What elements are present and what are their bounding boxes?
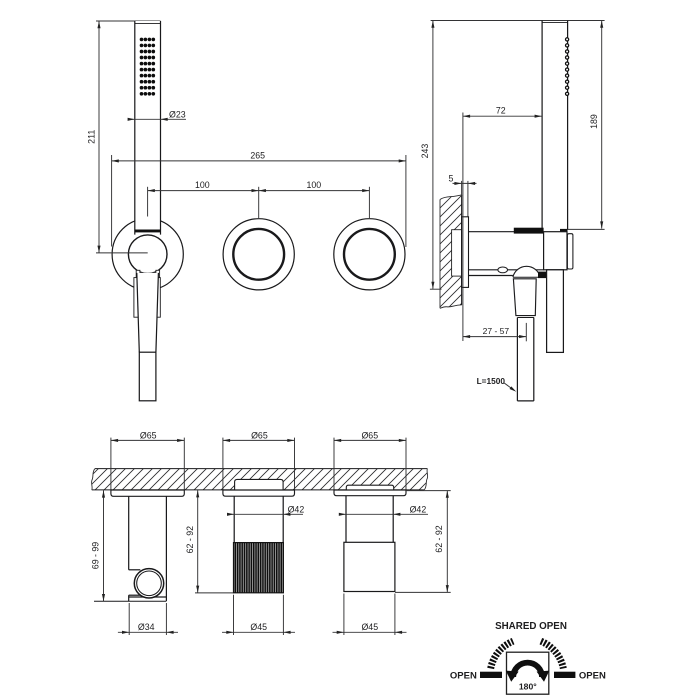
svg-text:72: 72 (496, 105, 506, 115)
svg-text:Ø65: Ø65 (361, 430, 378, 440)
svg-text:62 - 92: 62 - 92 (434, 525, 444, 552)
svg-text:Ø45: Ø45 (361, 622, 378, 632)
svg-text:Ø65: Ø65 (251, 430, 268, 440)
svg-text:211: 211 (86, 130, 96, 144)
svg-text:OPEN: OPEN (450, 671, 477, 682)
svg-text:Ø42: Ø42 (410, 504, 427, 514)
svg-text:243: 243 (420, 144, 430, 159)
svg-text:Ø65: Ø65 (140, 430, 157, 440)
svg-text:100: 100 (195, 180, 210, 190)
svg-text:OPEN: OPEN (579, 671, 606, 682)
svg-text:Ø23: Ø23 (169, 110, 186, 120)
svg-text:SHARED OPEN: SHARED OPEN (495, 621, 567, 632)
svg-text:Ø45: Ø45 (250, 622, 267, 632)
svg-text:62 - 92: 62 - 92 (185, 526, 195, 553)
svg-text:27 - 57: 27 - 57 (483, 326, 510, 336)
svg-text:100: 100 (306, 180, 321, 190)
svg-text:69 - 99: 69 - 99 (91, 542, 101, 569)
svg-text:L=1500: L=1500 (477, 376, 506, 386)
svg-text:189: 189 (589, 114, 599, 129)
svg-text:5: 5 (448, 173, 453, 183)
svg-text:180°: 180° (519, 682, 537, 692)
svg-text:Ø42: Ø42 (288, 504, 305, 514)
svg-text:265: 265 (250, 151, 265, 161)
svg-text:Ø34: Ø34 (138, 622, 155, 632)
